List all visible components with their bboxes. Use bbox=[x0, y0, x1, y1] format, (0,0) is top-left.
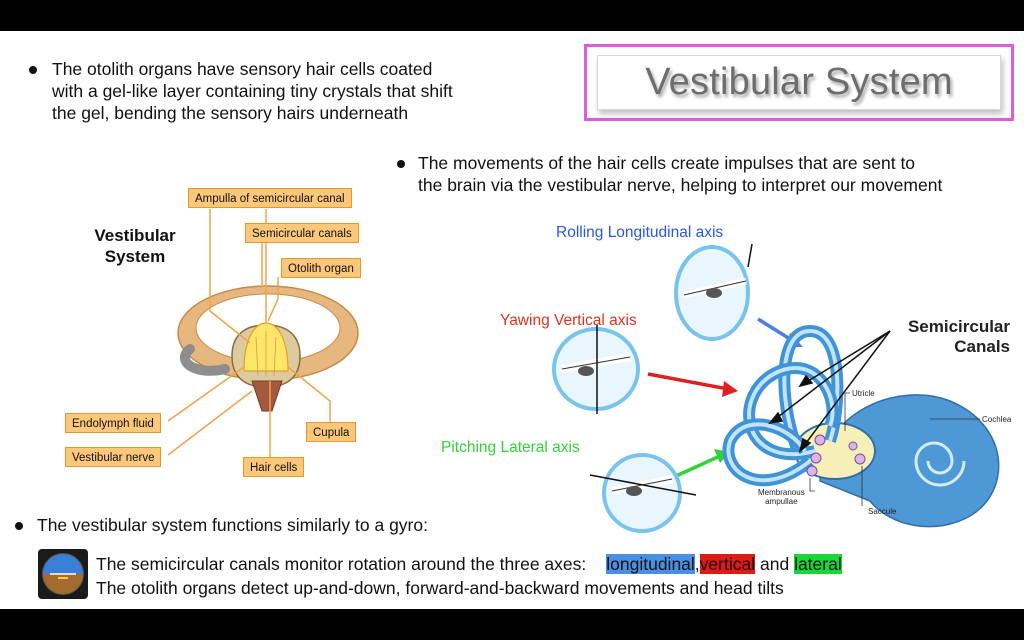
semicircular-canals-line-2: Canals bbox=[954, 337, 1010, 356]
rolling-axis-label: Rolling Longitudinal axis bbox=[556, 224, 724, 241]
thin-pointers bbox=[809, 392, 980, 506]
cochlea-spiral bbox=[914, 441, 966, 487]
left-diagram-title: Vestibular System bbox=[80, 225, 190, 267]
gyro-instrument-icon bbox=[38, 549, 88, 599]
label-ampulla: Ampulla of semicircular canal bbox=[188, 188, 352, 208]
comma: , bbox=[694, 554, 700, 574]
label-endolymph-fluid: Endolymph fluid bbox=[65, 413, 161, 433]
saccule-dot bbox=[854, 453, 866, 465]
movements-line-1: The movements of the hair cells create i… bbox=[418, 153, 916, 173]
canal-tail bbox=[180, 344, 230, 376]
movements-line-2: the brain via the vestibular nerve, help… bbox=[418, 175, 943, 195]
plane-body bbox=[578, 366, 594, 376]
gyro-instrument-svg bbox=[42, 553, 84, 595]
slide: Vestibular System The otolith organs hav… bbox=[0, 31, 1024, 609]
utricle-label: Utricle bbox=[852, 389, 875, 398]
cochlea-label: Cochlea bbox=[982, 415, 1012, 424]
ampulla-dot bbox=[806, 465, 818, 477]
pitching-ring bbox=[602, 453, 682, 533]
plane-wing-outline bbox=[561, 356, 631, 370]
inner-ear bbox=[722, 324, 1000, 528]
canals-rotation-text: The semicircular canals monitor rotation… bbox=[96, 554, 587, 574]
membranous-line-1: Membranous bbox=[758, 488, 805, 497]
bullet-dot bbox=[29, 66, 37, 74]
posterior-canal-inner bbox=[747, 366, 835, 457]
yawing-ring bbox=[552, 327, 640, 411]
leader-lines bbox=[167, 209, 331, 461]
otolith-detect-line: The otolith organs detect up-and-down, f… bbox=[96, 578, 784, 598]
utricle-dot bbox=[848, 441, 858, 451]
cochlea bbox=[819, 394, 1000, 528]
saccule-label: Saccule bbox=[868, 507, 897, 516]
gyro-bullet: The vestibular system functions similarl… bbox=[37, 515, 428, 535]
ampulla-dot bbox=[814, 434, 826, 446]
title-inner: Vestibular System bbox=[597, 55, 1001, 110]
canals-rotation-line: The semicircular canals monitor rotation… bbox=[96, 553, 842, 575]
slide-title: Vestibular System bbox=[645, 61, 953, 103]
label-otolith-organ: Otolith organ bbox=[281, 258, 361, 278]
membranous-line-2: ampullae bbox=[765, 497, 798, 506]
plane-body bbox=[626, 486, 642, 496]
left-diagram-title-line-1: Vestibular bbox=[94, 226, 176, 245]
semicircular-canals-label: Semicircular Canals bbox=[870, 317, 1010, 357]
vestibular-diagram-graphics bbox=[167, 209, 1000, 533]
lateral-highlight: lateral bbox=[794, 554, 842, 574]
bullet-dot bbox=[397, 160, 405, 168]
label-cupula: Cupula bbox=[306, 422, 357, 442]
otolith-line-1: The otolith organs have sensory hair cel… bbox=[52, 59, 433, 79]
bullet-dot bbox=[15, 522, 23, 530]
membranous-ampullae-label: Membranous ampullae bbox=[758, 488, 805, 506]
label-vestibular-nerve: Vestibular nerve bbox=[65, 447, 162, 467]
hair-line bbox=[255, 336, 259, 377]
yawing-axis-label: Yawing Vertical axis bbox=[500, 312, 637, 329]
plane-body bbox=[706, 288, 722, 298]
rolling-plane bbox=[674, 243, 753, 341]
pitching-axis-label: Pitching Lateral axis bbox=[441, 439, 580, 456]
otolith-line-3: the gel, bending the sensory hairs under… bbox=[52, 103, 409, 123]
left-diagram-title-line-2: System bbox=[104, 247, 166, 266]
longitudinal-highlight: longitudinal bbox=[606, 554, 695, 574]
title-box: Vestibular System bbox=[584, 44, 1014, 121]
yawing-arrow bbox=[647, 372, 729, 391]
canal-pointers bbox=[768, 330, 891, 453]
pitching-arrow bbox=[675, 454, 721, 478]
plane-wing-outline bbox=[683, 280, 747, 296]
yawing-arrowhead bbox=[722, 381, 738, 397]
semicircular-canals-line-1: Semicircular bbox=[907, 317, 1010, 336]
movements-bullet: The movements of the hair cells create i… bbox=[418, 152, 942, 196]
pitching-plane bbox=[589, 453, 697, 533]
nerve-stalk bbox=[251, 380, 283, 412]
yawing-plane bbox=[552, 325, 640, 414]
plane-axis bbox=[747, 243, 753, 268]
vertical-highlight: vertical bbox=[699, 554, 756, 574]
hair-line bbox=[273, 336, 277, 377]
label-semicircular-canals: Semicircular canals bbox=[245, 223, 359, 243]
plane-axis bbox=[589, 474, 697, 496]
label-hair-cells: Hair cells bbox=[243, 457, 305, 477]
otolith-bullet: The otolith organs have sensory hair cel… bbox=[52, 58, 453, 124]
and-text: and bbox=[759, 554, 790, 574]
ampulla-dot bbox=[810, 452, 822, 464]
lateral-canal-inner bbox=[726, 422, 812, 483]
otolith-line-2: with a gel-like layer containing tiny cr… bbox=[52, 81, 453, 101]
